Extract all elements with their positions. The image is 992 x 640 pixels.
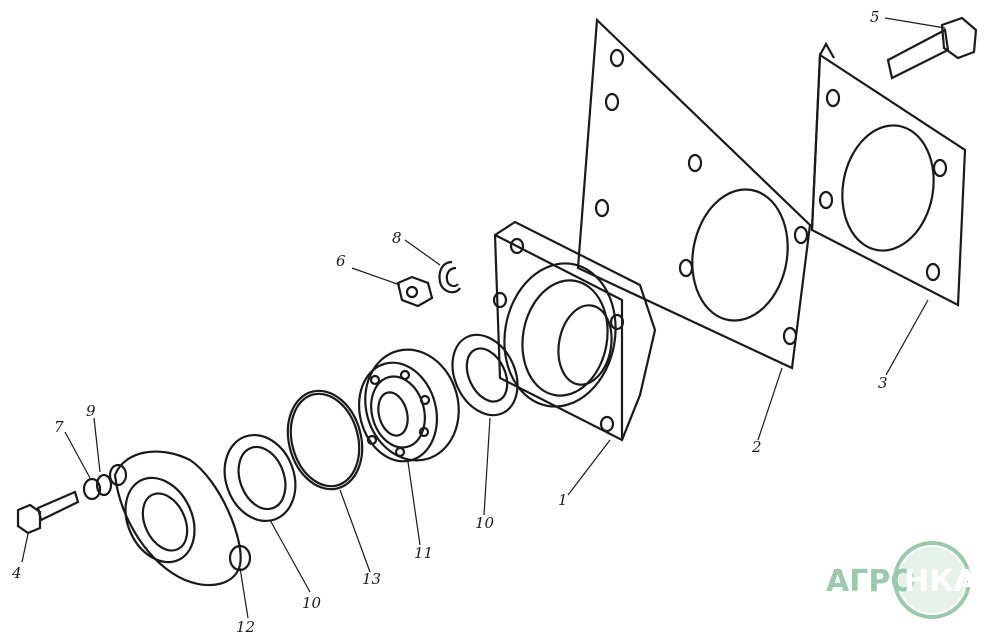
- callout-2: 2: [751, 438, 762, 456]
- callout-13: 13: [362, 570, 381, 588]
- part-3-gasket: [810, 41, 967, 307]
- part-7-9-washers: [82, 473, 113, 501]
- callout-8: 8: [392, 229, 402, 247]
- callout-3: 3: [878, 374, 888, 392]
- callout-7: 7: [54, 418, 64, 436]
- agronka-logo: АГРО НКА: [826, 541, 978, 619]
- callout-1: 1: [558, 491, 568, 509]
- callout-6: 6: [336, 252, 346, 270]
- part-5-bolt: [886, 16, 978, 80]
- callout-4: 4: [11, 564, 22, 582]
- callout-10-left: 10: [302, 594, 322, 612]
- callout-11: 11: [414, 544, 433, 562]
- callout-12: 12: [236, 618, 255, 636]
- callout-5: 5: [870, 8, 880, 26]
- callout-9: 9: [86, 402, 96, 420]
- part-10-seal-right: [451, 333, 519, 417]
- part-4-bolt: [16, 490, 80, 535]
- part-2-mounting-plate: [576, 17, 812, 370]
- part-12-cover: [108, 450, 252, 587]
- logo-text-left: АГРО: [826, 564, 916, 599]
- part-1-housing: [492, 220, 657, 442]
- part-10-seal-left: [223, 433, 297, 523]
- logo-text-right: НКА: [904, 564, 978, 599]
- callout-labels: 1 2 3 4 5 6 7 8 9 10 10 11 12 13: [11, 8, 888, 636]
- callout-10-right: 10: [475, 514, 495, 532]
- part-11-bearing: [357, 348, 460, 463]
- part-13-snap-ring: [286, 389, 364, 491]
- leader-lines: [21, 17, 946, 619]
- part-8-spring-washer: [438, 260, 461, 294]
- part-6-nut: [396, 275, 434, 308]
- logo-ring: [893, 541, 971, 619]
